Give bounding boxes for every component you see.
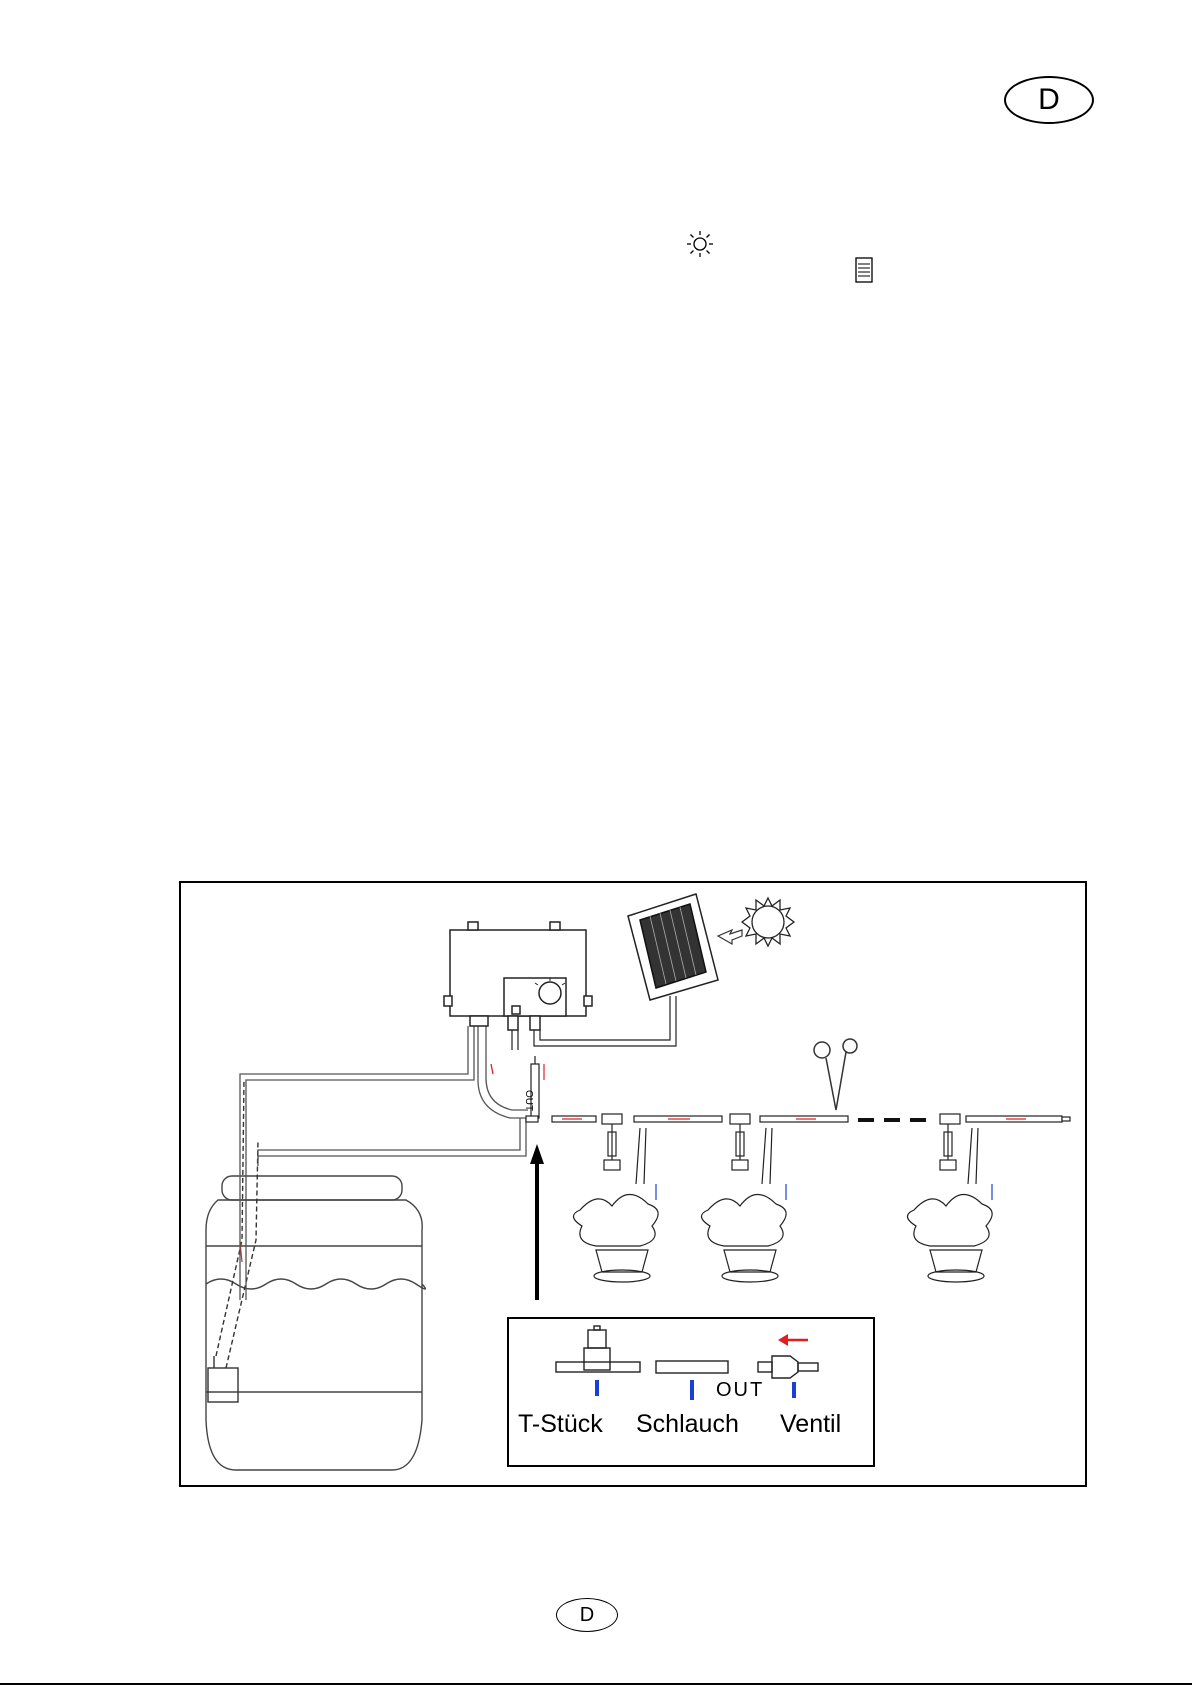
water-barrel <box>206 1176 425 1470</box>
legend-label-t-piece: T-Stück <box>518 1410 603 1438</box>
out-hose-label: OUT <box>523 1090 534 1111</box>
sunlight-arrow <box>718 930 742 944</box>
submersible-pump <box>208 1080 258 1402</box>
scissors-icon <box>814 1039 857 1110</box>
legend-label-valve: Ventil <box>780 1410 841 1438</box>
solar-panel <box>628 894 718 1000</box>
plant-station-1 <box>573 1124 658 1282</box>
plant-station-3 <box>907 1124 992 1282</box>
badge-text: D <box>580 1604 594 1627</box>
pointer-arrow <box>530 1144 544 1300</box>
parts-legend: OUT T-Stück Schlauch Ventil <box>508 1318 874 1466</box>
plant-station-2 <box>701 1124 786 1282</box>
page-footer-badge: D <box>556 1598 618 1632</box>
legend-label-hose: Schlauch <box>636 1410 739 1438</box>
valve-out-label: OUT <box>716 1379 764 1401</box>
water-surface <box>206 1279 425 1289</box>
supply-pipes <box>240 1026 528 1300</box>
sun-illustration <box>742 898 794 946</box>
pump-controller <box>444 922 592 1030</box>
